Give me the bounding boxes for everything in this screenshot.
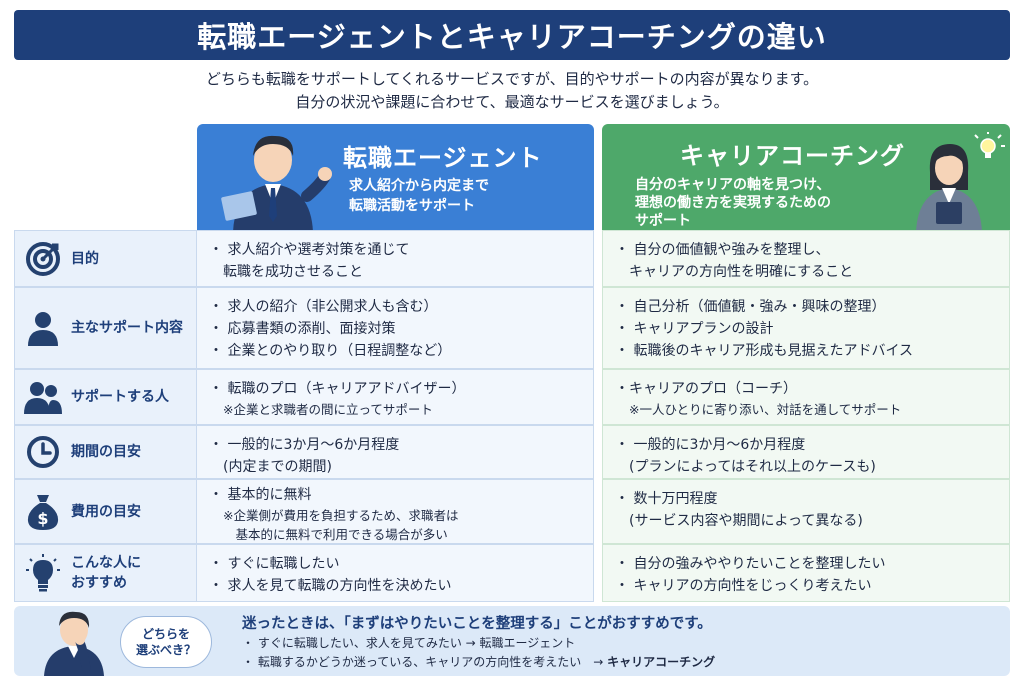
coach-column-header: キャリアコーチング 自分のキャリアの軸を見つけ、 理想の働き方を実現するための … bbox=[602, 124, 1010, 232]
coach-cell: ・ 自己分析（価値観・強み・興味の整理） ・ キャリアプランの設計 ・ 転職後の… bbox=[602, 287, 1010, 369]
row-label: サポートする人 bbox=[71, 389, 169, 405]
coach-note: ※一人ひとりに寄り添い、対話を通してサポート bbox=[629, 402, 902, 417]
businesswoman-illustration bbox=[916, 132, 1005, 232]
target-icon bbox=[26, 241, 60, 276]
intro-text: どちらも転職をサポートしてくれるサービスですが、目的やサポートの内容が異なります… bbox=[0, 68, 1024, 114]
advice-line: ・ すぐに転職したい、求人を見てみたい → 転職エージェント bbox=[242, 634, 575, 651]
row-label-line: おすすめ bbox=[71, 575, 127, 591]
table-row-duration: 期間の目安 ・ 一般的に3か月〜6か月程度 (内定までの期間) ・ 一般的に3か… bbox=[14, 425, 1010, 479]
agent-line: ・ すぐに転職したい bbox=[209, 556, 340, 572]
coach-line: ・ 自分の価値観や強みを整理し、 bbox=[615, 242, 830, 258]
table-row-cost: $ 費用の目安 ・ 基本的に無料 ※企業側が費用を負担するため、求職者は 基本的… bbox=[14, 479, 1010, 544]
advice-target: 転職エージェント bbox=[479, 636, 576, 650]
agent-line: ・ 転職のプロ（キャリアアドバイザー） bbox=[209, 381, 466, 397]
row-label-line: こんな人に bbox=[71, 555, 141, 571]
agent-line: ・ 企業とのやり取り（日程調整など） bbox=[209, 343, 452, 359]
agent-line: ・ 一般的に3か月〜6か月程度 bbox=[209, 437, 400, 453]
agent-line: ・ 求人を見て転職の方向性を決めたい bbox=[209, 578, 452, 594]
coach-subtitle-line: 理想の働き方を実現するための bbox=[635, 195, 831, 211]
table-row-recommended: こんな人に おすすめ ・ すぐに転職したい ・ 求人を見て転職の方向性を決めたい… bbox=[14, 544, 1010, 602]
agent-note: ※企業と求職者の間に立ってサポート bbox=[223, 402, 433, 417]
agent-title: 転職エージェント bbox=[343, 144, 543, 172]
coach-subtitle-line: 自分のキャリアの軸を見つけ、 bbox=[635, 177, 831, 193]
money-bag-icon: $ bbox=[27, 494, 59, 530]
table-row-supporter: サポートする人 ・ 転職のプロ（キャリアアドバイザー） ※企業と求職者の間に立っ… bbox=[14, 369, 1010, 425]
row-label-cell: 期間の目安 bbox=[14, 425, 197, 479]
coach-line: ・ 一般的に3か月〜6か月程度 bbox=[615, 437, 806, 453]
question-bubble: どちらを 選ぶべき？ bbox=[120, 616, 212, 668]
row-label-cell: 目的 bbox=[14, 230, 197, 287]
bubble-line: 選ぶべき？ bbox=[135, 643, 196, 657]
coach-line: (サービス内容や期間によって異なる) bbox=[615, 513, 863, 529]
row-label: 期間の目安 bbox=[71, 444, 141, 460]
agent-line: ・ 応募書類の添削、面接対策 bbox=[209, 321, 396, 337]
coach-cell: ・ 自分の価値観や強みを整理し、 キャリアの方向性を明確にすること bbox=[602, 230, 1010, 287]
row-label-cell: 主なサポート内容 bbox=[14, 287, 197, 369]
table-row-purpose: 目的 ・ 求人紹介や選考対策を通じて 転職を成功させること ・ 自分の価値観や強… bbox=[14, 230, 1010, 287]
coach-cell: ・ 一般的に3か月〜6か月程度 (プランによってはそれ以上のケースも) bbox=[602, 425, 1010, 479]
coach-line: キャリアの方向性を明確にすること bbox=[615, 264, 854, 280]
advice-box: どちらを 選ぶべき？ 迷ったときは、「まずはやりたいことを整理する」ことがおすす… bbox=[14, 606, 1010, 676]
agent-cell: ・ 転職のプロ（キャリアアドバイザー） ※企業と求職者の間に立ってサポート bbox=[197, 369, 594, 425]
row-label-cell: サポートする人 bbox=[14, 369, 197, 425]
bubble-line: どちらを bbox=[141, 627, 190, 641]
agent-cell: ・ 基本的に無料 ※企業側が費用を負担するため、求職者は 基本的に無料で利用でき… bbox=[197, 479, 594, 544]
coach-line: ・ 自分の強みややりたいことを整理したい bbox=[615, 556, 886, 572]
coach-line: ・ 自己分析（価値観・強み・興味の整理） bbox=[615, 299, 886, 315]
intro-line: 自分の状況や課題に合わせて、最適なサービスを選びましょう。 bbox=[295, 93, 729, 111]
coach-cell: ・ 数十万円程度 (サービス内容や期間によって異なる) bbox=[602, 479, 1010, 544]
coach-title: キャリアコーチング bbox=[680, 142, 905, 170]
row-label: こんな人に おすすめ bbox=[71, 553, 141, 593]
coach-line: (プランによってはそれ以上のケースも) bbox=[615, 459, 876, 475]
agent-subtitle: 求人紹介から内定まで 転職活動をサポート bbox=[349, 176, 489, 216]
table-row-support: 主なサポート内容 ・ 求人の紹介（非公開求人も含む） ・ 応募書類の添削、面接対… bbox=[14, 287, 1010, 369]
businessman-illustration bbox=[221, 135, 332, 232]
agent-cell: ・ すぐに転職したい ・ 求人を見て転職の方向性を決めたい bbox=[197, 544, 594, 602]
row-label-cell: $ 費用の目安 bbox=[14, 479, 197, 544]
svg-text:$: $ bbox=[37, 509, 48, 528]
coach-cell: ・ 自分の強みややりたいことを整理したい ・ キャリアの方向性をじっくり考えたい bbox=[602, 544, 1010, 602]
people-icon bbox=[24, 382, 62, 414]
lightbulb-icon bbox=[26, 554, 60, 592]
agent-column-header: 転職エージェント 求人紹介から内定まで 転職活動をサポート bbox=[197, 124, 594, 232]
agent-subtitle-line: 転職活動をサポート bbox=[349, 198, 475, 214]
intro-line: どちらも転職をサポートしてくれるサービスですが、目的やサポートの内容が異なります… bbox=[205, 70, 819, 88]
advice-text: ・ すぐに転職したい、求人を見てみたい → bbox=[242, 636, 480, 650]
row-label: 目的 bbox=[71, 250, 99, 267]
agent-subtitle-line: 求人紹介から内定まで bbox=[349, 178, 489, 194]
agent-cell: ・ 求人の紹介（非公開求人も含む） ・ 応募書類の添削、面接対策 ・ 企業とのや… bbox=[197, 287, 594, 369]
row-label: 費用の目安 bbox=[71, 503, 141, 520]
agent-cell: ・ 求人紹介や選考対策を通じて 転職を成功させること bbox=[197, 230, 594, 287]
coach-line: ・ 数十万円程度 bbox=[615, 491, 718, 507]
coach-subtitle: 自分のキャリアの軸を見つけ、 理想の働き方を実現するための サポート bbox=[635, 176, 831, 230]
thinking-man-illustration bbox=[44, 611, 104, 676]
agent-line: ・ 求人の紹介（非公開求人も含む） bbox=[209, 299, 438, 315]
coach-subtitle-line: サポート bbox=[635, 213, 691, 229]
page-title: 転職エージェントとキャリアコーチングの違い bbox=[197, 20, 827, 54]
advice-target: キャリアコーチング bbox=[607, 655, 716, 669]
agent-line: 転職を成功させること bbox=[209, 264, 363, 280]
clock-icon bbox=[27, 436, 59, 468]
advice-text: ・ 転職するかどうか迷っている、キャリアの方向性を考えたい → bbox=[242, 655, 608, 669]
agent-line: (内定までの期間) bbox=[209, 459, 332, 475]
title-banner: 転職エージェントとキャリアコーチングの違い bbox=[14, 10, 1010, 60]
agent-line: ・ 基本的に無料 bbox=[209, 487, 312, 503]
coach-line: ・ キャリアプランの設計 bbox=[615, 321, 774, 337]
person-icon bbox=[28, 312, 58, 346]
coach-line: ・ キャリアの方向性をじっくり考えたい bbox=[615, 578, 872, 594]
agent-note: ※企業側が費用を負担するため、求職者は bbox=[223, 508, 459, 523]
advice-line: ・ 転職するかどうか迷っている、キャリアの方向性を考えたい → キャリアコーチン… bbox=[242, 653, 715, 670]
coach-line: ・キャリアのプロ（コーチ） bbox=[615, 381, 797, 397]
row-label-cell: こんな人に おすすめ bbox=[14, 544, 197, 602]
coach-cell: ・キャリアのプロ（コーチ） ※一人ひとりに寄り添い、対話を通してサポート bbox=[602, 369, 1010, 425]
agent-note: 基本的に無料で利用できる場合が多い bbox=[223, 527, 448, 542]
lightbulb-icon bbox=[974, 132, 1005, 158]
agent-line: ・ 求人紹介や選考対策を通じて bbox=[209, 242, 410, 258]
row-label: 主なサポート内容 bbox=[71, 320, 183, 336]
coach-line: ・ 転職後のキャリア形成も見据えたアドバイス bbox=[615, 343, 914, 359]
advice-title: 迷ったときは、「まずはやりたいことを整理する」ことがおすすめです。 bbox=[242, 616, 712, 632]
agent-cell: ・ 一般的に3か月〜6か月程度 (内定までの期間) bbox=[197, 425, 594, 479]
